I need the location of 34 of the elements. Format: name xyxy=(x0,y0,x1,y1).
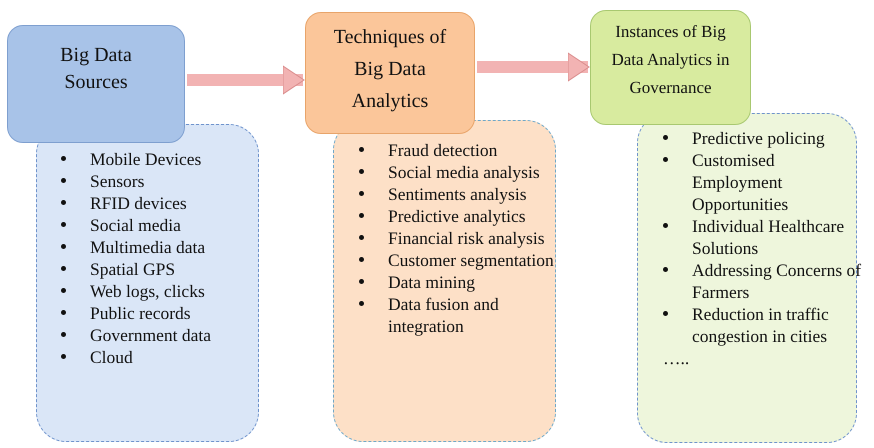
list-item: Data mining xyxy=(359,271,573,293)
list-item: Public records xyxy=(61,302,285,324)
ellipsis-text: ….. xyxy=(663,347,690,369)
list-item: Predictive analytics xyxy=(359,205,573,227)
list-item: Government data xyxy=(61,324,285,346)
list-item: Cloud xyxy=(61,346,285,368)
list-item: Social media analysis xyxy=(359,161,573,183)
list-panel xyxy=(36,124,259,442)
list-item: Spatial GPS xyxy=(61,258,285,280)
list-item: Predictive policing xyxy=(663,127,864,149)
list-item: Sentiments analysis xyxy=(359,183,573,205)
list-panel xyxy=(333,120,556,442)
list-item: Fraud detection xyxy=(359,139,573,161)
list-item: Mobile Devices xyxy=(61,148,285,170)
heading-box xyxy=(305,12,475,134)
list-item: Financial risk analysis xyxy=(359,227,573,249)
list-item: Social media xyxy=(61,214,285,236)
list-item: Sensors xyxy=(61,170,285,192)
list-item: RFID devices xyxy=(61,192,285,214)
list-item: Web logs, clicks xyxy=(61,280,285,302)
heading-text: Instances of Big Data Analytics in Governance xyxy=(610,21,731,99)
heading-box xyxy=(590,10,751,125)
list-item: Addressing Concerns of Farmers xyxy=(663,259,864,303)
list-item: Reduction in traffic congestion in cities xyxy=(663,303,864,347)
list-item: Customer segmentation xyxy=(359,249,573,271)
block-arrow xyxy=(187,66,304,94)
block-arrow xyxy=(477,52,590,82)
heading-text: Techniques of Big Data Analytics xyxy=(332,25,448,114)
heading-box xyxy=(7,25,185,143)
list-item: Customised Employment Opportunities xyxy=(663,149,864,215)
list-item: Multimedia data xyxy=(61,236,285,258)
list-item: Individual Healthcare Solutions xyxy=(663,215,864,259)
list-item: Data fusion and integration xyxy=(359,293,573,337)
heading-text: Big Data Sources xyxy=(59,43,133,95)
